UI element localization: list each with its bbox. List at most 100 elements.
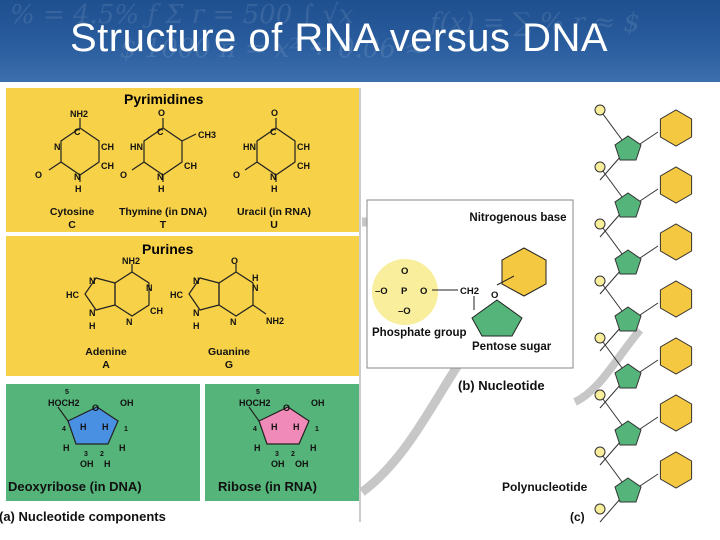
atom-label: N xyxy=(230,317,237,327)
atom-label: H xyxy=(254,443,261,453)
ribose-structure xyxy=(248,406,310,445)
atom-label: N xyxy=(193,276,200,286)
atom-label: H xyxy=(271,422,278,432)
atom-label: H xyxy=(293,422,300,432)
atom-label: OH xyxy=(80,459,94,469)
sugar-pentagon xyxy=(614,363,642,389)
atom-label: CH xyxy=(101,142,114,152)
carbon-number: 2 xyxy=(100,451,104,458)
atom-label: HOCH2 xyxy=(48,398,80,408)
arrow-to-polynucleotide xyxy=(573,327,644,406)
sugar-pentagon xyxy=(614,420,642,446)
phosphate-bead xyxy=(594,503,606,515)
atom-label: H xyxy=(63,443,70,453)
atom-label: H xyxy=(158,184,165,194)
atom-label: O xyxy=(271,108,278,118)
guanine-structure xyxy=(188,264,267,317)
adenine-code: A xyxy=(102,359,110,371)
atom-label: HN xyxy=(243,142,256,152)
uracil-code: U xyxy=(270,219,278,231)
thymine-structure xyxy=(131,118,197,182)
ribose-c2-label: OH xyxy=(295,459,309,469)
atom-label: N xyxy=(89,276,96,286)
base-bond xyxy=(639,302,659,316)
atom-label: NH2 xyxy=(70,109,88,119)
carbon-number: 4 xyxy=(253,426,257,433)
atom-label: CH xyxy=(150,306,163,316)
polynucleotide-label: Polynucleotide xyxy=(502,480,588,494)
panel-a-caption: (a) Nucleotide components xyxy=(0,509,166,524)
base-hexagon xyxy=(659,451,693,489)
polynucleotide-chain xyxy=(594,104,693,523)
atom-label: C xyxy=(74,127,81,137)
atom-label: NH2 xyxy=(122,256,140,266)
atom-label: N xyxy=(74,172,81,182)
sugar-pentagon xyxy=(614,477,642,503)
nitrogenous-base-label: Nitrogenous base xyxy=(469,212,566,224)
atom-label: H xyxy=(193,321,200,331)
atom-label: N xyxy=(54,142,61,152)
atom-label: HC xyxy=(170,290,183,300)
uracil-structure xyxy=(244,118,296,182)
atom-label: HC xyxy=(66,290,79,300)
atom-label: O xyxy=(233,170,240,180)
label-line: Nitrogenous base xyxy=(469,212,566,224)
cytosine-label: Cytosine xyxy=(50,206,95,218)
phosphate-bead xyxy=(594,389,606,401)
atom-label: O xyxy=(401,266,408,277)
panel-b-caption: (b) Nucleotide xyxy=(458,378,545,393)
atom-label: H xyxy=(271,184,278,194)
atom-label: H xyxy=(119,443,126,453)
carbon-number: 4 xyxy=(62,426,66,433)
base-bond xyxy=(639,188,659,202)
atom-label: CH xyxy=(297,142,310,152)
atom-label: N xyxy=(89,308,96,318)
atom-label: CH xyxy=(184,161,197,171)
atom-label: O xyxy=(35,170,42,180)
base-hexagon xyxy=(659,337,693,375)
base-hexagon xyxy=(659,223,693,261)
atom-label: C xyxy=(270,127,277,137)
carbon-number: 1 xyxy=(315,426,319,433)
atom-label: O xyxy=(231,256,238,266)
deoxyribose-c2-label: H xyxy=(104,459,111,469)
phosphate-bead xyxy=(594,275,606,287)
pentose-sugar-shape xyxy=(471,299,523,337)
pyrimidines-heading: Pyrimidines xyxy=(124,91,204,107)
title-banner: % = 4.5% ƒ Σ r = 500 ∫ √x $ 1000 π = x² … xyxy=(0,0,720,82)
carbon-number: 3 xyxy=(275,451,279,458)
atom-label: OH xyxy=(120,398,134,408)
adenine-structure xyxy=(84,264,150,317)
base-bond xyxy=(639,359,659,373)
atom-label: HOCH2 xyxy=(239,398,271,408)
carbon-number: 2 xyxy=(291,451,295,458)
phosphate-group-shape xyxy=(372,259,438,325)
atom-label: H xyxy=(102,422,109,432)
atom-label: N xyxy=(252,283,259,293)
atom-label: O xyxy=(92,403,99,413)
thymine-label: Thymine (in DNA) xyxy=(119,206,207,218)
banner-decoration: $ 1000 π = x² ÷ 0.06 ≈ xyxy=(120,34,426,64)
banner-decoration: % = 4.5% ƒ Σ r = 500 ∫ √x xyxy=(10,0,354,30)
thymine-code: T xyxy=(160,219,167,231)
atom-label: H xyxy=(75,184,82,194)
atom-label: CH xyxy=(101,161,114,171)
phosphate-bead xyxy=(594,104,606,116)
atom-label: C xyxy=(157,127,164,137)
atom-label: O xyxy=(283,403,290,413)
carbon-number: 5 xyxy=(256,389,260,396)
atom-label: –O xyxy=(375,286,388,297)
atom-label: H xyxy=(252,273,259,283)
phosphate-bead xyxy=(594,332,606,344)
atom-label: –O xyxy=(398,306,411,317)
atom-label: H xyxy=(310,443,317,453)
sugar-pentagon xyxy=(614,306,642,332)
ribose-label: Ribose (in RNA) xyxy=(218,479,317,494)
guanine-code: G xyxy=(225,359,233,371)
banner-decoration: ƒ(x) = ∑ % r ≈ $ xyxy=(430,8,640,38)
atom-label: O xyxy=(120,170,127,180)
carbon-number: 3 xyxy=(84,451,88,458)
base-hexagon xyxy=(659,394,693,432)
atom-label: CH3 xyxy=(198,130,216,140)
base-hexagon xyxy=(659,166,693,204)
